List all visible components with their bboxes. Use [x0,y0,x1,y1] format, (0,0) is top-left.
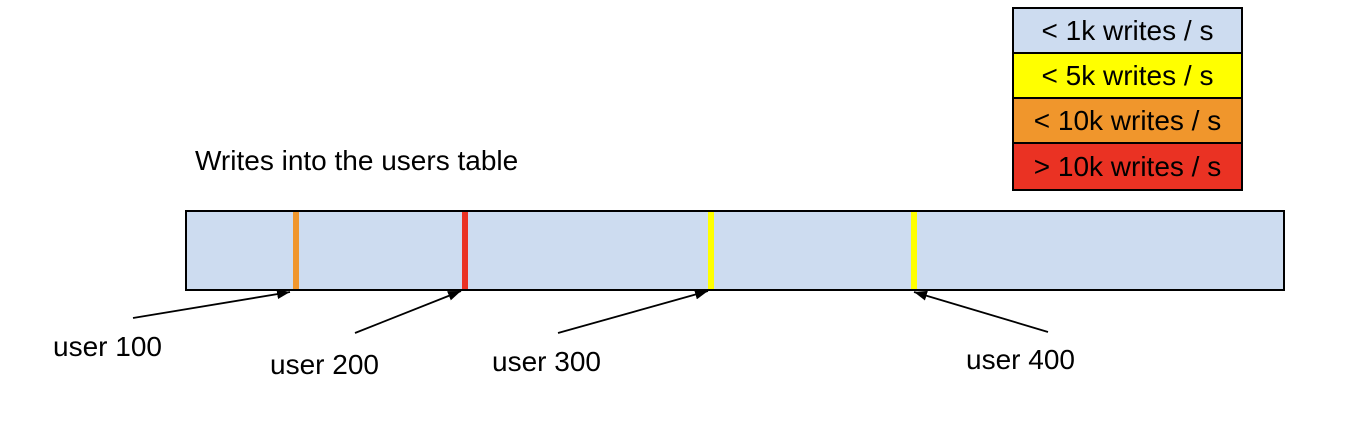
label-user-400: user 400 [966,344,1075,375]
bar-mark-user-400 [910,212,917,289]
label-user-200: user 200 [270,349,379,380]
arrow-user-300 [557,289,709,334]
arrow-user-200 [354,290,462,334]
legend-item-gt-10k: > 10k writes / s [1014,144,1241,189]
diagram-title: Writes into the users table [195,145,519,176]
legend-item-label: < 10k writes / s [1033,104,1222,136]
users-table-bar [185,210,1285,291]
bar-mark-user-200 [462,212,469,289]
legend-item-lt-10k: < 10k writes / s [1014,99,1241,144]
legend-item-label: < 1k writes / s [1041,14,1214,46]
legend: < 1k writes / s < 5k writes / s < 10k wr… [1012,7,1243,191]
arrow-user-400 [913,290,1049,333]
bar-mark-user-100 [292,212,299,289]
label-user-100: user 100 [53,331,162,362]
legend-item-label: > 10k writes / s [1033,150,1222,182]
label-user-300: user 300 [492,346,601,377]
arrow-user-100 [132,289,291,319]
legend-item-label: < 5k writes / s [1041,59,1214,91]
bar-mark-user-300 [707,212,714,289]
legend-item-lt-5k: < 5k writes / s [1014,54,1241,99]
legend-item-lt-1k: < 1k writes / s [1014,9,1241,54]
